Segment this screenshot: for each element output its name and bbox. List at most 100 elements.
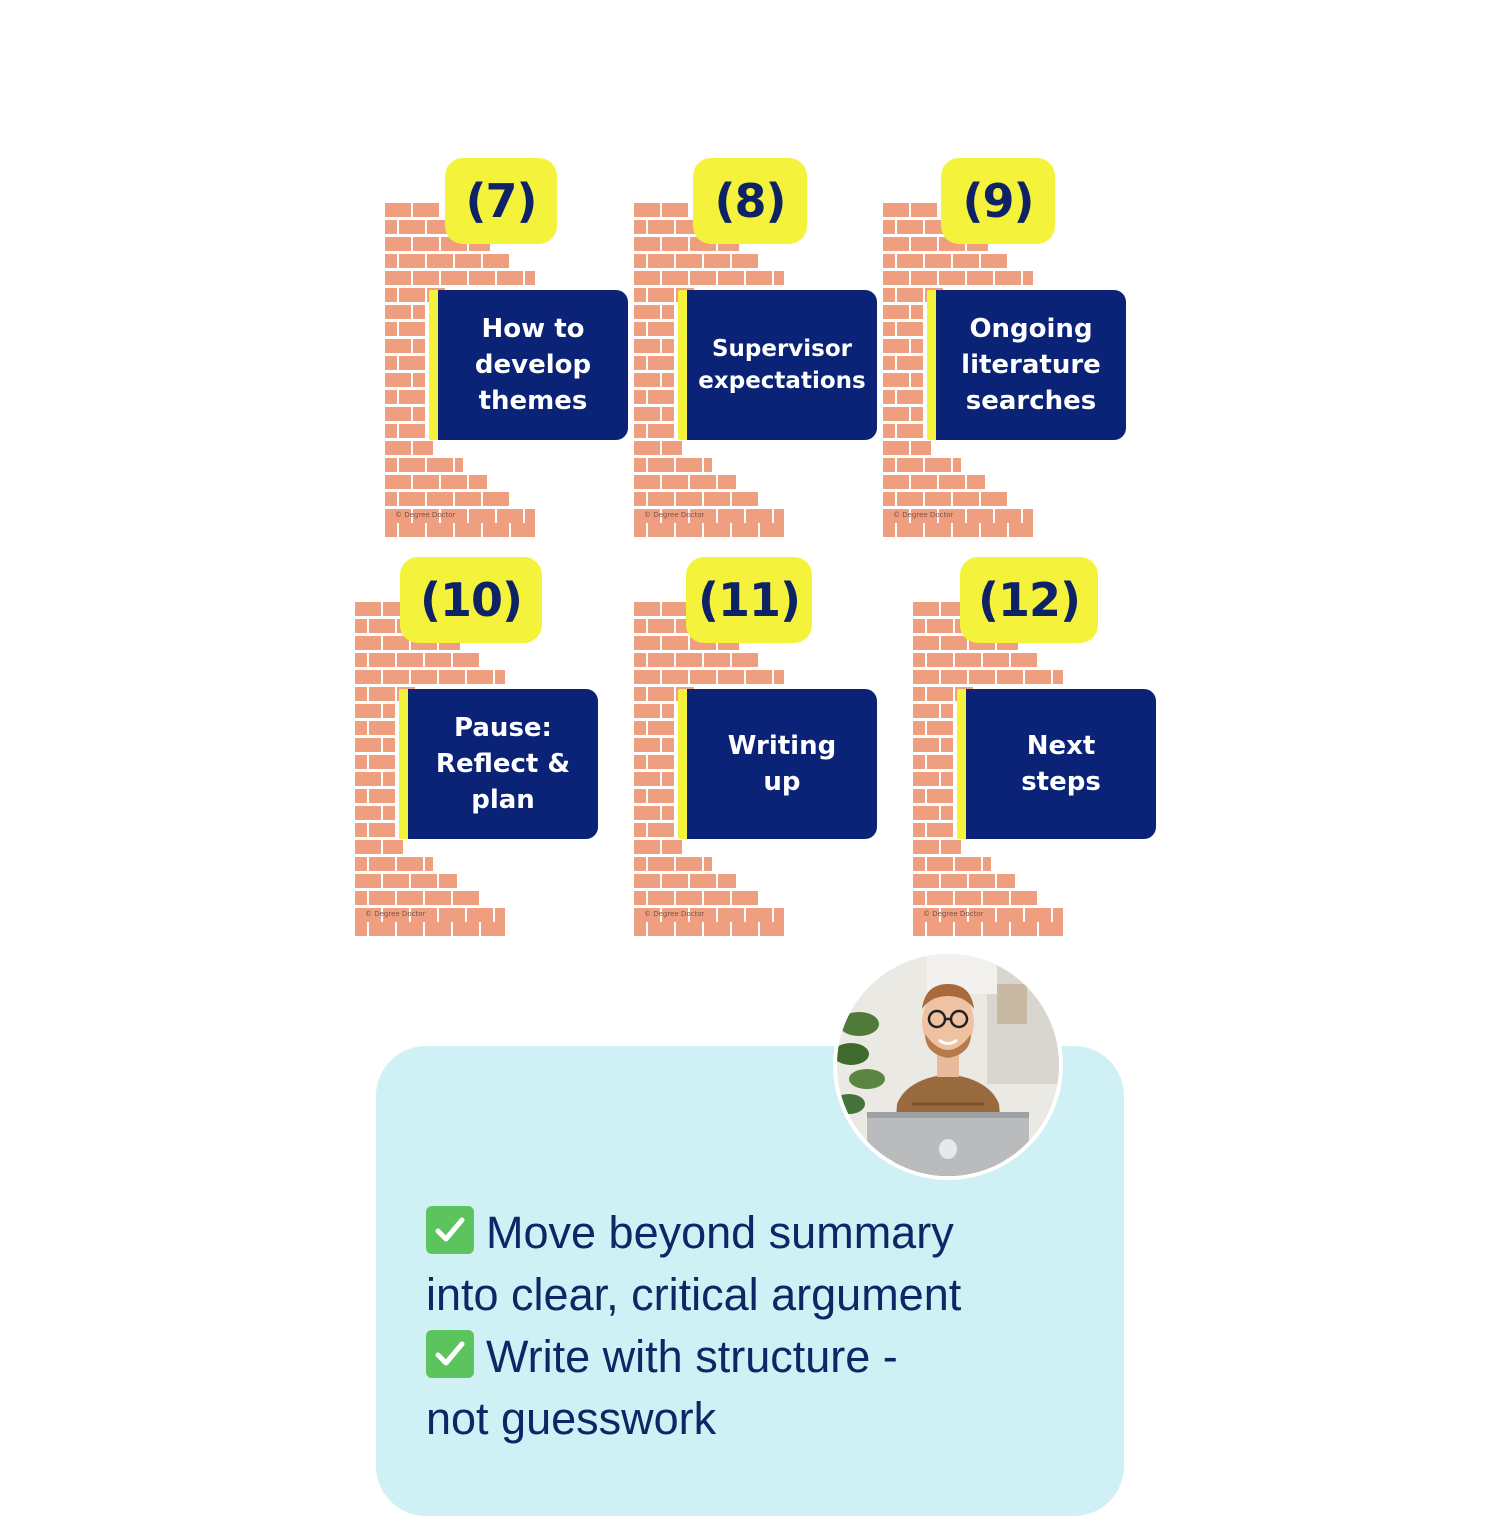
- brick: [662, 636, 688, 650]
- brick: [413, 373, 425, 387]
- step-title-panel: Supervisor expectations: [687, 290, 877, 440]
- brick: [732, 254, 758, 268]
- brick: [439, 908, 465, 922]
- brick: [425, 653, 451, 667]
- copyright-label: © Degree Doctor: [395, 511, 456, 519]
- brick: [883, 305, 909, 319]
- brick: [369, 789, 395, 803]
- brick: [634, 441, 660, 455]
- brick: [399, 322, 425, 336]
- brick: [413, 237, 439, 251]
- brick: [732, 922, 758, 936]
- brick: [385, 424, 397, 438]
- brick: [397, 857, 423, 871]
- brick: [425, 891, 451, 905]
- brick: [634, 390, 646, 404]
- brick: [383, 772, 395, 786]
- brick: [913, 755, 925, 769]
- brick: [927, 687, 953, 701]
- brick: [483, 523, 509, 537]
- step-card-7: (7) How to develop themes © Degree Docto…: [385, 158, 645, 538]
- brick: [913, 704, 939, 718]
- step-card-12: (12) Next steps © Degree Doctor: [913, 557, 1173, 937]
- brick: [941, 636, 967, 650]
- brick: [774, 670, 784, 684]
- step-number-badge: (11): [686, 557, 812, 643]
- brick: [634, 407, 660, 421]
- brick: [662, 874, 688, 888]
- copyright-label: © Degree Doctor: [893, 511, 954, 519]
- brick: [441, 271, 467, 285]
- step-title-line: up: [763, 767, 801, 797]
- brick: [634, 670, 660, 684]
- brick: [746, 271, 772, 285]
- brick: [355, 721, 367, 735]
- brick: [676, 523, 702, 537]
- brick: [718, 908, 744, 922]
- brick: [983, 922, 1009, 936]
- brick: [883, 492, 895, 506]
- brick: [1011, 891, 1037, 905]
- step-title-line: steps: [1021, 767, 1101, 797]
- brick: [662, 602, 688, 616]
- brick: [481, 922, 505, 936]
- brick: [467, 670, 493, 684]
- brick: [648, 922, 674, 936]
- brick: [690, 509, 716, 523]
- brick: [997, 670, 1023, 684]
- brick: [385, 390, 397, 404]
- brick: [385, 271, 411, 285]
- brick: [883, 390, 895, 404]
- benefit-line: not guesswork: [426, 1388, 1106, 1450]
- step-title-panel: Ongoing literature searches: [936, 290, 1126, 440]
- brick: [355, 687, 367, 701]
- brick: [383, 806, 395, 820]
- brick: [983, 891, 1009, 905]
- brick: [355, 653, 367, 667]
- brick: [385, 523, 397, 537]
- step-title-line: Writing: [727, 731, 837, 761]
- brick: [634, 203, 660, 217]
- brick: [704, 857, 712, 871]
- brick: [634, 523, 646, 537]
- step-title-line: Supervisor: [711, 336, 853, 362]
- avatar: [833, 950, 1063, 1180]
- brick: [883, 356, 895, 370]
- brick: [355, 908, 381, 922]
- brick: [634, 857, 646, 871]
- brick: [355, 891, 367, 905]
- benefits-list: Move beyond summary into clear, critical…: [426, 1202, 1106, 1450]
- brick: [662, 305, 674, 319]
- brick: [690, 908, 716, 922]
- brick: [913, 857, 925, 871]
- brick: [634, 772, 660, 786]
- brick: [981, 523, 1007, 537]
- brick: [355, 857, 367, 871]
- brick: [897, 220, 923, 234]
- brick: [927, 891, 953, 905]
- brick: [967, 509, 993, 523]
- brick: [441, 509, 467, 523]
- brick: [746, 908, 772, 922]
- brick: [525, 509, 535, 523]
- brick: [469, 271, 495, 285]
- brick: [732, 492, 758, 506]
- brick: [925, 254, 951, 268]
- brick: [662, 840, 682, 854]
- brick: [662, 203, 688, 217]
- brick-wall-graphic: [385, 203, 535, 537]
- brick: [883, 203, 909, 217]
- brick: [648, 721, 674, 735]
- brick: [355, 755, 367, 769]
- brick: [634, 687, 646, 701]
- brick: [634, 653, 646, 667]
- brick: [385, 254, 397, 268]
- brick: [774, 908, 784, 922]
- step-card-10: (10) Pause: Reflect & plan © Degree Doct…: [355, 557, 615, 937]
- brick: [497, 509, 523, 523]
- brick: [385, 322, 397, 336]
- brick: [981, 254, 1007, 268]
- brick: [369, 922, 395, 936]
- brick: [413, 509, 439, 523]
- brick: [883, 339, 909, 353]
